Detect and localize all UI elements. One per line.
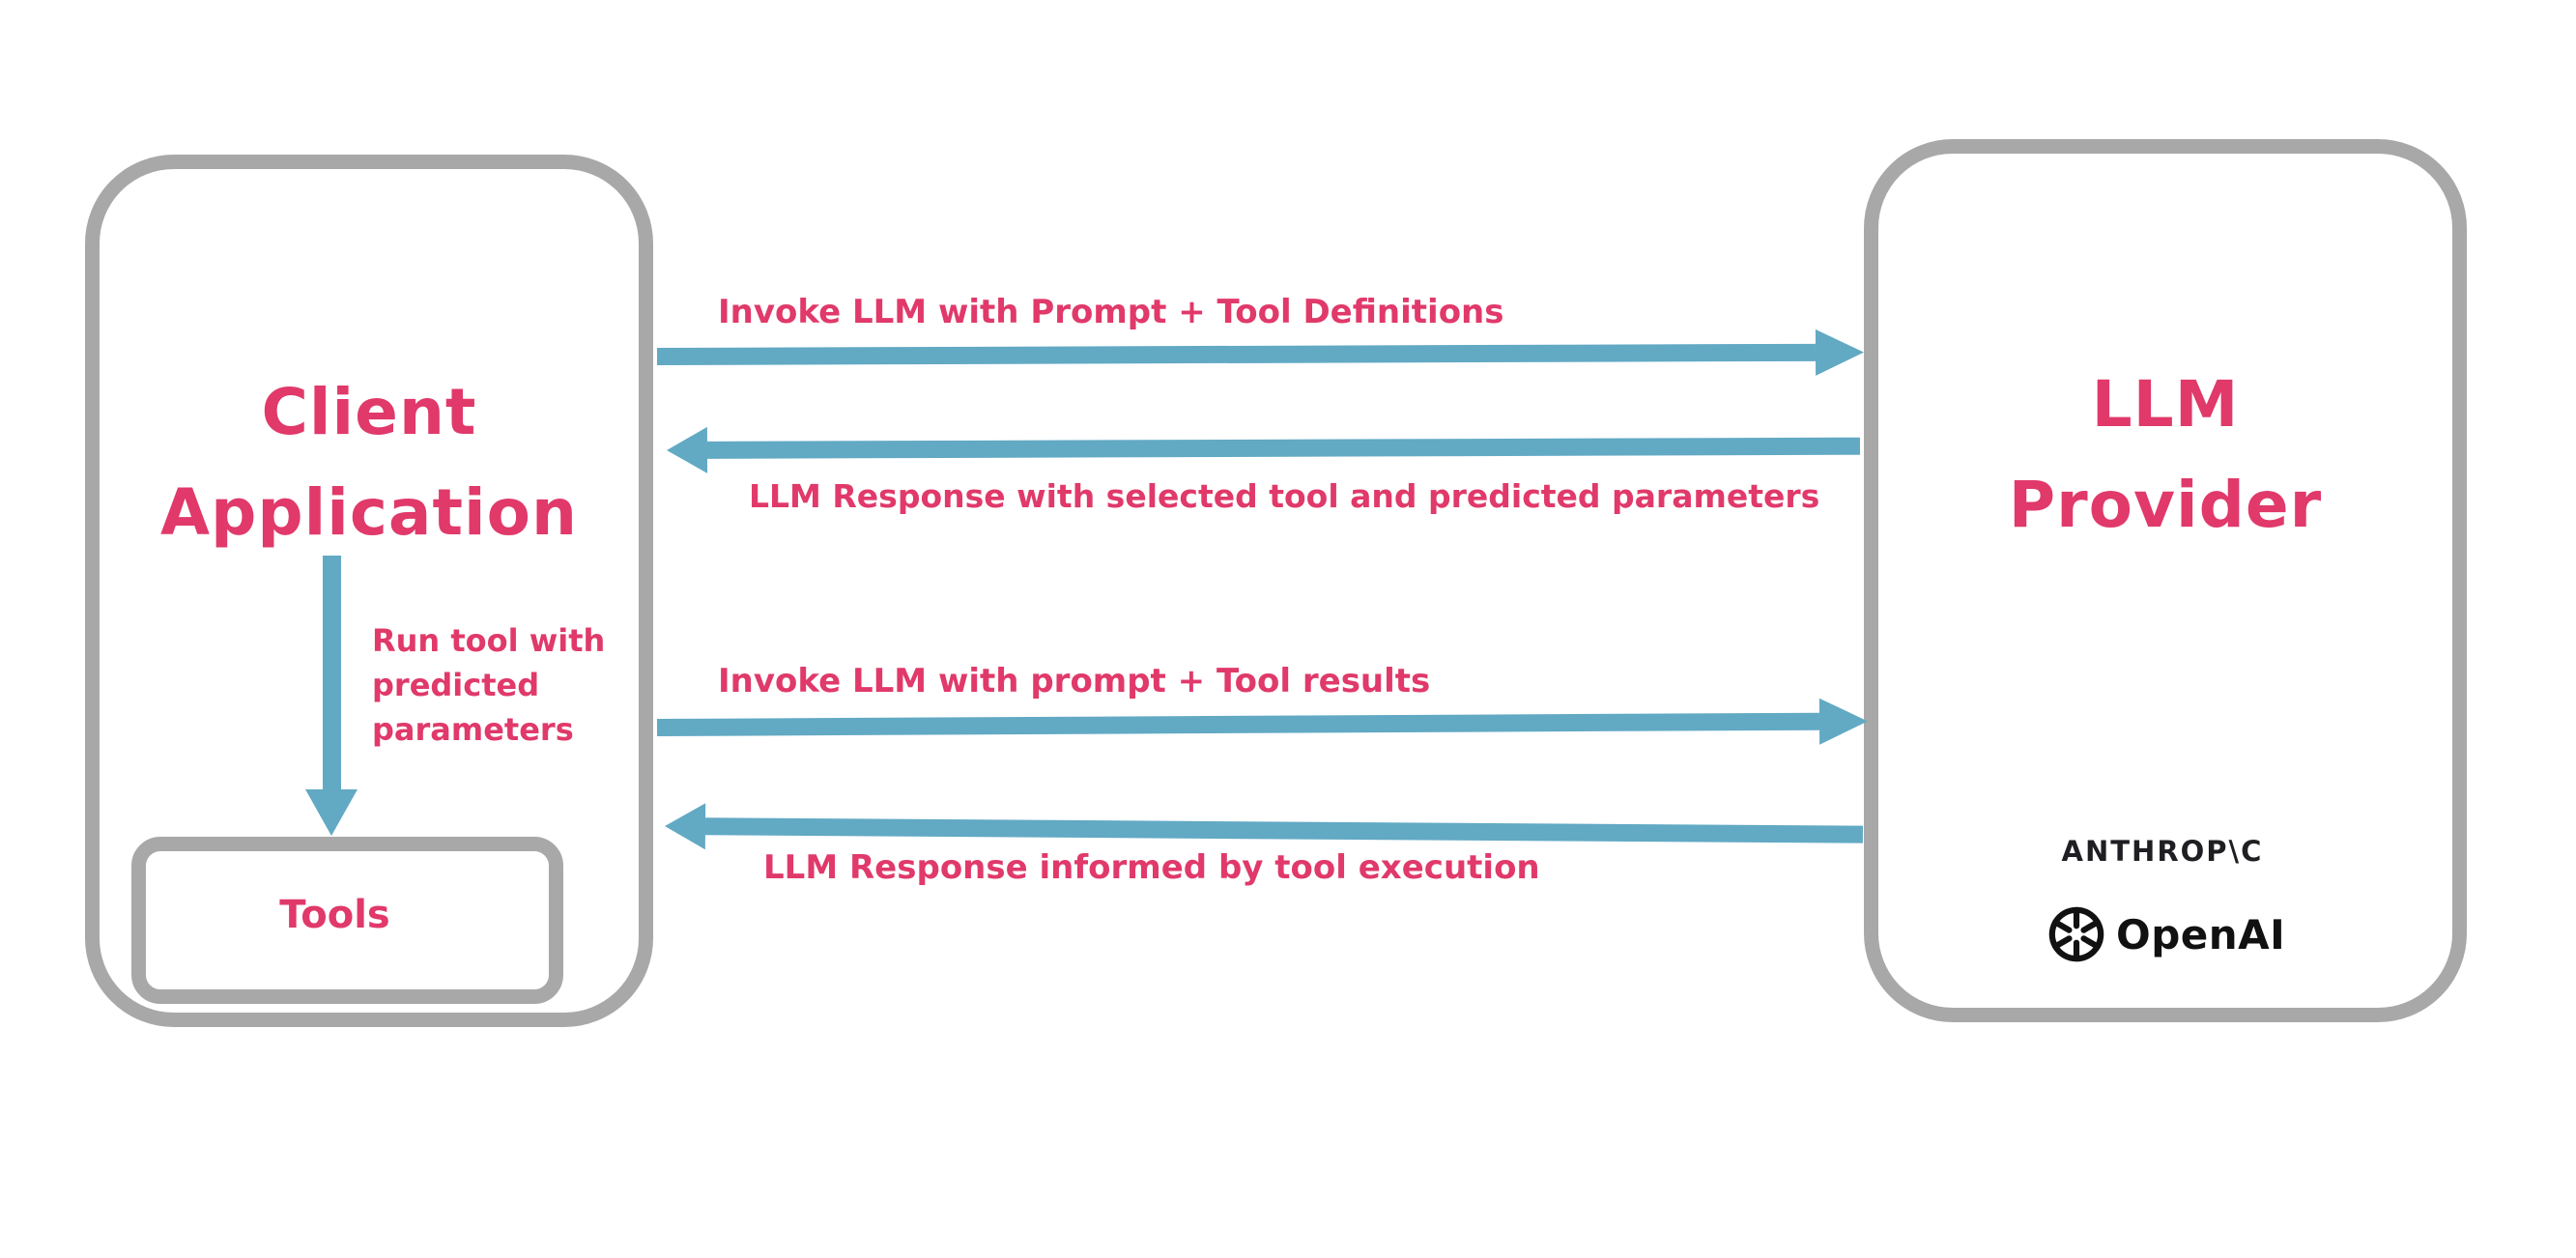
arrow-3-shaft	[656, 712, 1820, 736]
openai-logo-icon	[2048, 906, 2104, 962]
run-tool-label: Run tool with predicted parameters	[372, 618, 605, 752]
run-tool-label-line-3: parameters	[372, 711, 574, 748]
arrow-1-shaft	[656, 343, 1817, 365]
client-title-line-1: Client	[261, 375, 477, 449]
openai-wordmark: OpenAI	[2116, 910, 2286, 958]
llm-response-arrow-1	[666, 423, 1861, 473]
arrow-2-left-arrowhead-icon	[666, 426, 708, 473]
provider-title-line-2: Provider	[2008, 468, 2323, 542]
llm-provider-title: LLM Provider	[1864, 355, 2467, 556]
arrow-3-label: Invoke LLM with prompt + Tool results	[718, 662, 1431, 700]
arrow-2-label: LLM Response with selected tool and pred…	[749, 477, 1820, 515]
arrow-4-left-arrowhead-icon	[664, 803, 706, 850]
arrow-4-shaft	[704, 817, 1864, 843]
run-tool-label-line-2: predicted	[372, 667, 540, 703]
provider-title-line-1: LLM	[2091, 367, 2240, 442]
run-tool-arrow-icon	[323, 556, 341, 789]
openai-logo: OpenAI	[2046, 904, 2285, 964]
invoke-llm-arrow-1	[656, 329, 1865, 380]
run-tool-label-line-1: Run tool with	[372, 622, 606, 659]
run-tool-arrowhead-icon	[305, 789, 358, 836]
client-application-title: Client Application	[85, 362, 653, 563]
arrow-4-label: LLM Response informed by tool execution	[763, 848, 1540, 887]
tools-label: Tools	[279, 892, 390, 937]
tools-box: Tools	[131, 837, 563, 1004]
arrow-1-right-arrowhead-icon	[1815, 329, 1865, 376]
client-title-line-2: Application	[160, 475, 578, 550]
llm-provider-box	[1864, 139, 2467, 1022]
anthropic-logo: ANTHROP\C	[2061, 835, 2264, 868]
arrow-3-right-arrowhead-icon	[1818, 698, 1869, 745]
invoke-llm-arrow-2	[656, 698, 1869, 751]
arrow-1-label: Invoke LLM with Prompt + Tool Definition…	[718, 293, 1504, 331]
arrow-2-shaft	[706, 437, 1861, 459]
